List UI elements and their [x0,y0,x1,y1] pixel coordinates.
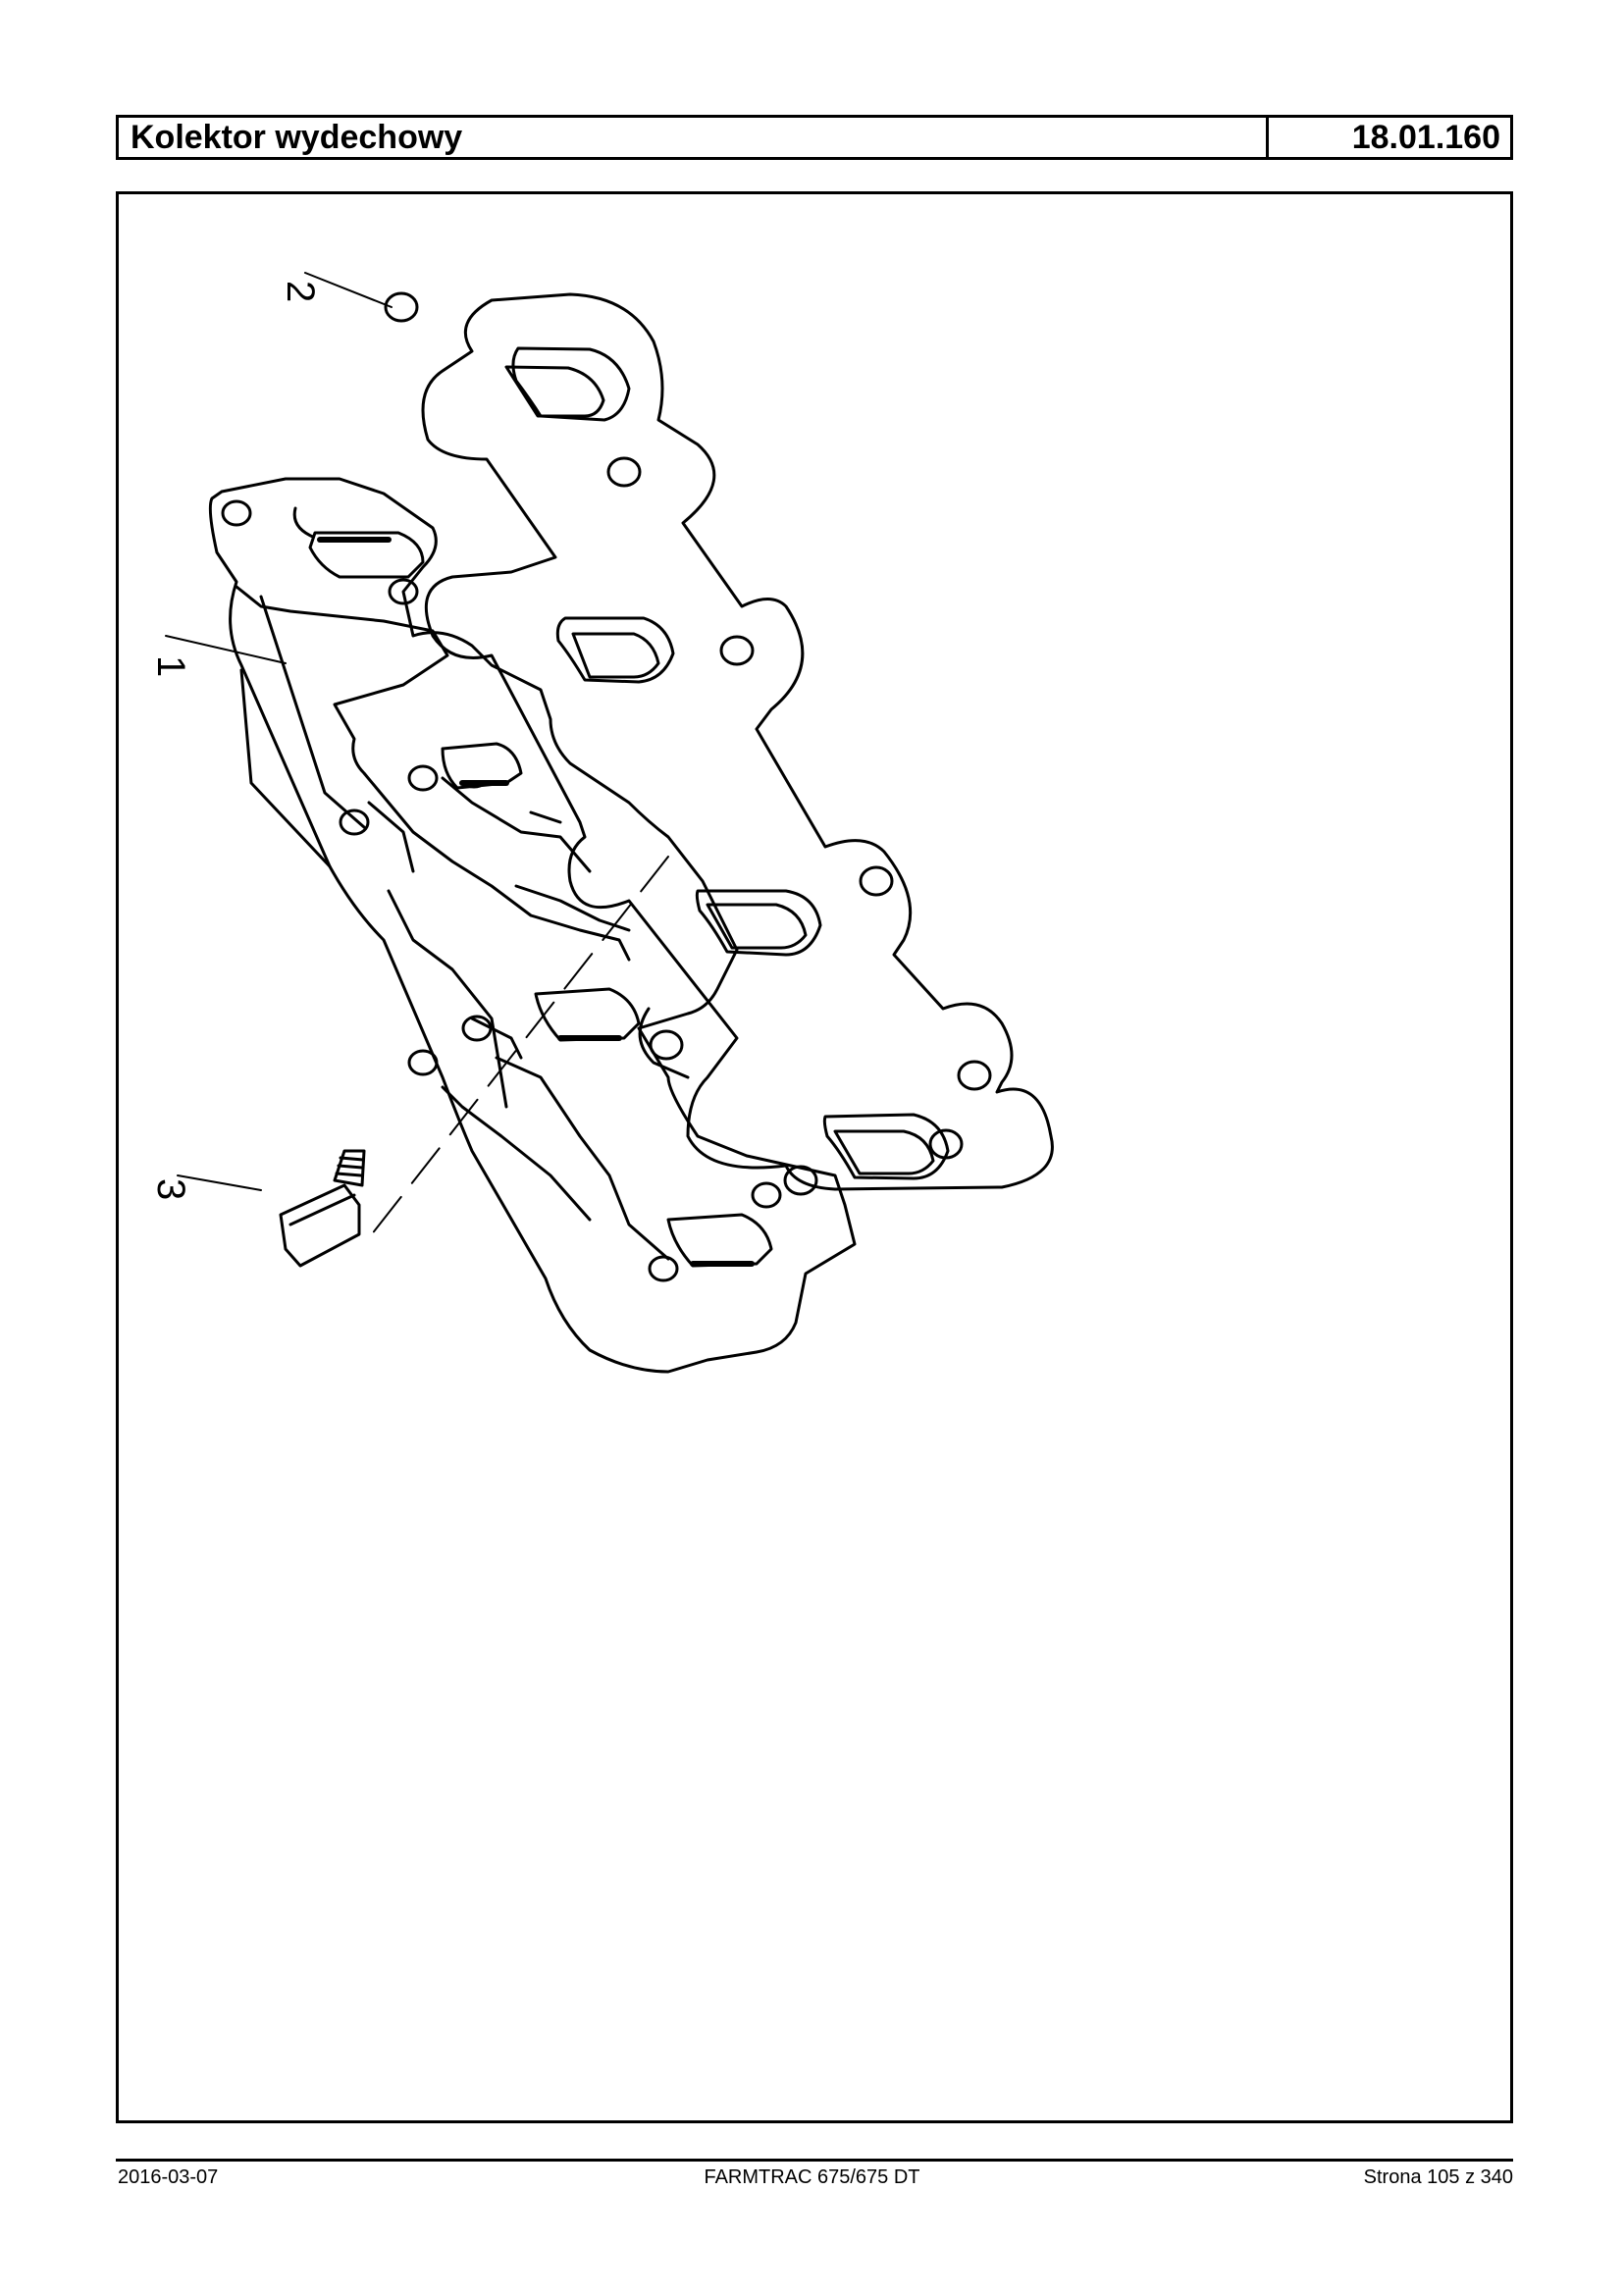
page-header: Kolektor wydechowy 18.01.160 [116,115,1513,160]
footer-page-number: Strona 105 z 340 [1363,2166,1513,2188]
manifold-drawing [208,477,857,1374]
footer-model: FARMTRAC 675/675 DT [704,2166,920,2188]
exhaust-manifold-drawing: 1 2 3 [149,272,1054,1374]
parts-diagram-frame: 1 2 3 [116,191,1513,2123]
section-code: 18.01.160 [1351,118,1500,156]
footer-date: 2016-03-07 [118,2166,219,2188]
callout-2: 2 [279,281,322,302]
stud-drawing [279,1149,366,1268]
page-title: Kolektor wydechowy [119,118,1269,157]
callout-1: 1 [149,655,192,677]
callout-3: 3 [149,1178,192,1200]
footer-rule [116,2159,1513,2162]
